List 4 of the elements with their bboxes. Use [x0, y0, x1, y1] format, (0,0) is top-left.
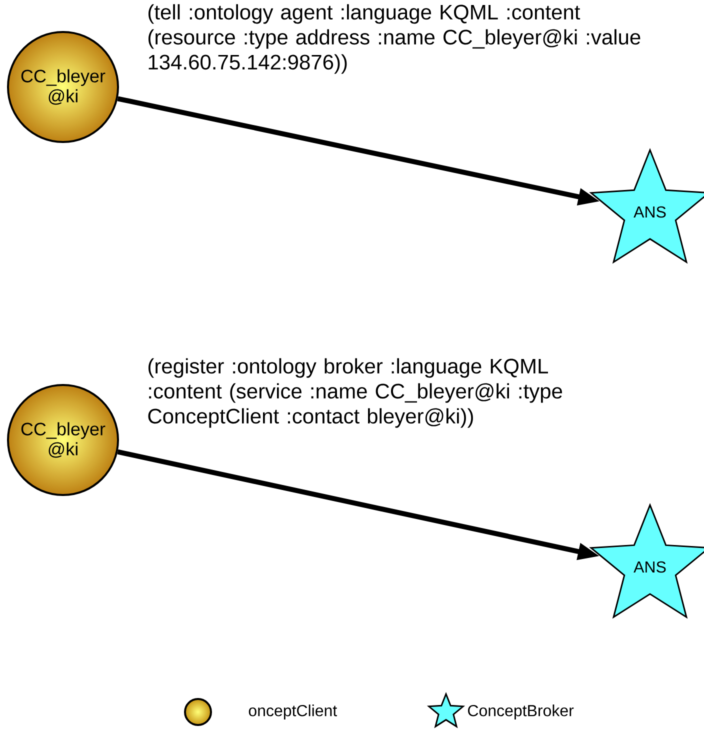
- legend-text: onceptClient: [248, 704, 337, 720]
- message-label: (register :ontology broker :language KQML :content (service :name CC_bleyer@ki :type ConceptClient :contact bleyer@ki)): [148, 358, 562, 428]
- legend-text: ConceptBroker: [468, 704, 574, 720]
- message-label: (tell :ontology agent :language KQML :content (resource :type address :name CC_bleyer@ki :value 134.60.75.142:9876)): [148, 4, 640, 74]
